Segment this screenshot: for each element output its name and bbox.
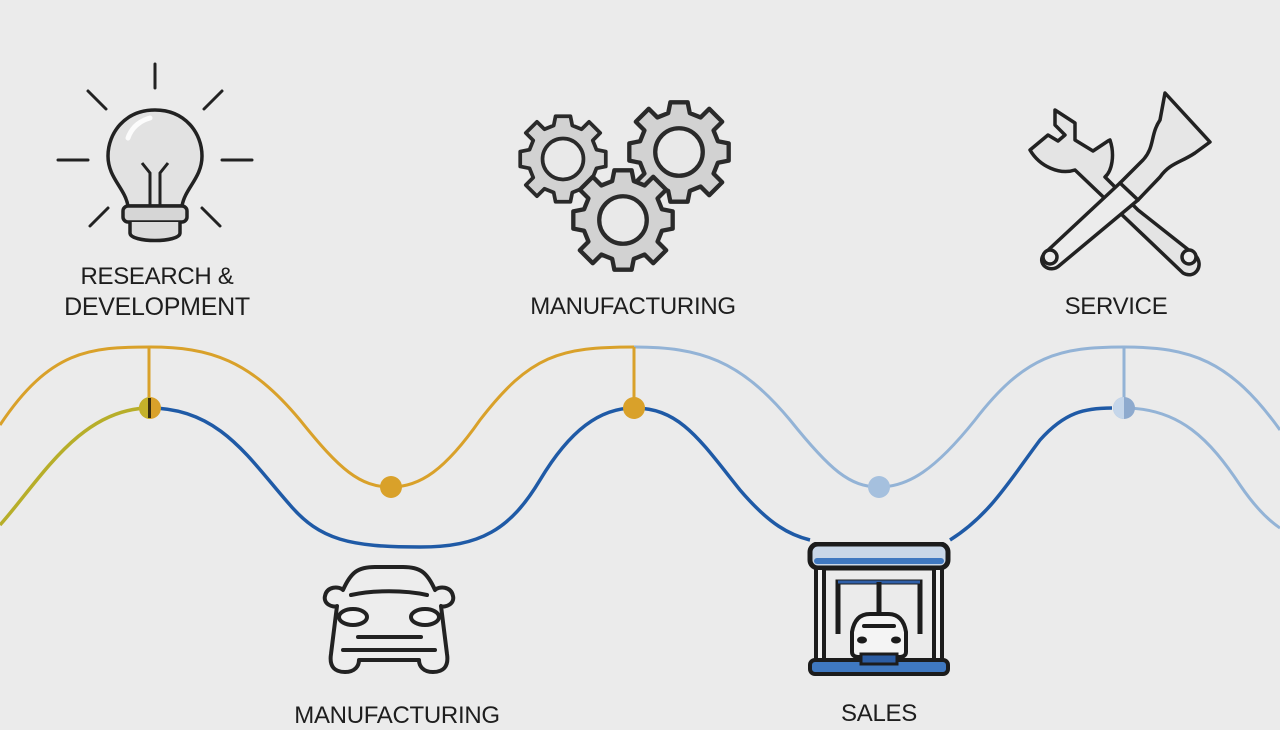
label-service: SERVICE (1064, 293, 1168, 320)
lower-wave-blue (149, 406, 811, 549)
label-manufacturing-bottom: MANUFACTURING (294, 702, 500, 729)
lower-wave-olive (0, 406, 151, 527)
node-rnd[interactable] (139, 397, 161, 419)
car-front-icon (322, 565, 456, 674)
wrench-screwdriver-icon (1028, 91, 1212, 277)
label-manufacturing-top: MANUFACTURING (530, 293, 736, 320)
lightbulb-icon (56, 62, 254, 243)
node-svc[interactable] (1113, 397, 1135, 419)
label-research-development: RESEARCH & DEVELOPMENT (64, 262, 250, 322)
node-mfg[interactable] (623, 397, 645, 419)
node-light-blue-1[interactable] (868, 476, 890, 498)
upper-wave-light-blue (633, 345, 1280, 489)
lower-wave-light-blue (1123, 406, 1280, 530)
node-gold-1[interactable] (380, 476, 402, 498)
car-dealership-icon (807, 542, 951, 676)
label-line-research: RESEARCH & (80, 263, 234, 290)
lower-wave-blue-right (949, 406, 1113, 542)
label-line-development: DEVELOPMENT (64, 293, 250, 321)
gears-icon (518, 95, 740, 280)
label-sales: SALES (841, 700, 917, 727)
upper-wave-gold (0, 345, 635, 489)
